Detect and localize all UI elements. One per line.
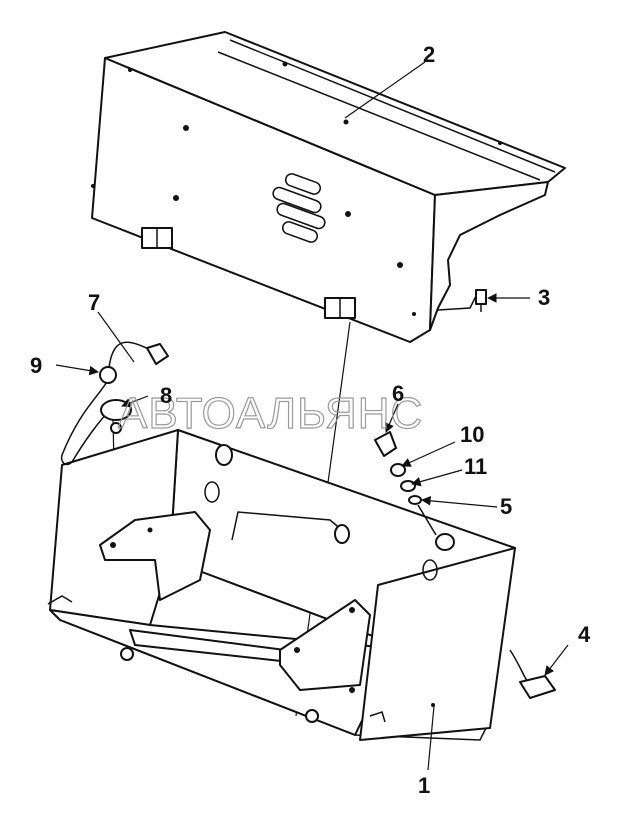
- callout-7: 7: [88, 290, 100, 315]
- callout-5: 5: [500, 494, 512, 519]
- callout-1: 1: [418, 773, 430, 798]
- callout-9: 9: [30, 353, 42, 378]
- callout-2: 2: [423, 42, 435, 67]
- leader-lines: [55, 61, 569, 771]
- callout-4: 4: [578, 622, 591, 647]
- cover-panel: [91, 31, 566, 343]
- callout-6: 6: [392, 381, 404, 406]
- callout-8: 8: [160, 383, 172, 408]
- clamp-4: [509, 649, 556, 699]
- wiring-harness: [60, 341, 169, 466]
- callout-10: 10: [460, 422, 484, 447]
- callout-3: 3: [538, 285, 550, 310]
- watermark-text: АВТОАЛЬЯНС: [118, 389, 423, 438]
- screw-3: [475, 289, 487, 312]
- battery-tray: [47, 429, 516, 741]
- callout-11: 11: [464, 454, 487, 479]
